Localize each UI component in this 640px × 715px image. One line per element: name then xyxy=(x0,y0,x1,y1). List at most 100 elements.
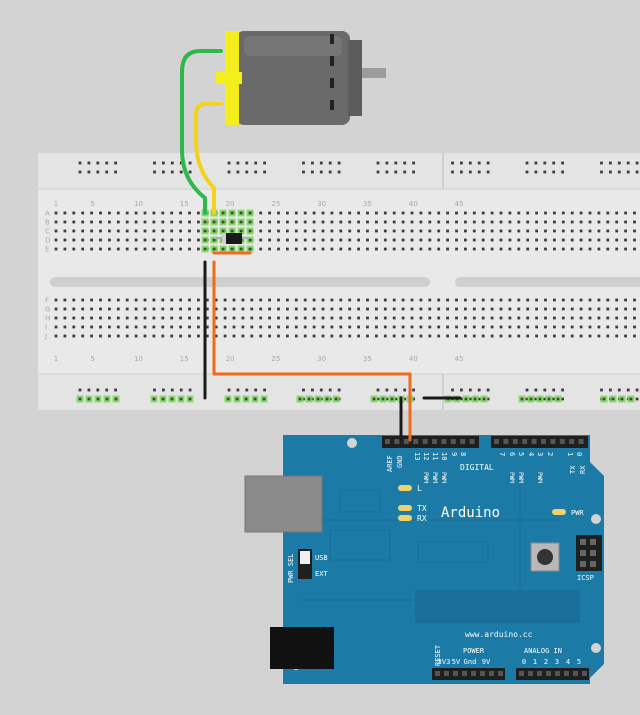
breadboard-hole[interactable] xyxy=(125,334,129,338)
breadboard-hole[interactable] xyxy=(544,298,547,302)
breadboard-hole[interactable] xyxy=(277,229,280,233)
rail-hole[interactable] xyxy=(394,388,398,392)
breadboard-hole[interactable] xyxy=(277,220,280,224)
breadboard-hole[interactable] xyxy=(286,220,289,224)
breadboard-hole[interactable] xyxy=(455,220,458,224)
breadboard-hole[interactable] xyxy=(490,334,494,338)
breadboard-hole[interactable] xyxy=(553,325,556,329)
breadboard-hole[interactable] xyxy=(294,316,298,320)
rail-hole[interactable] xyxy=(153,161,156,165)
rail-hole[interactable] xyxy=(525,388,529,392)
breadboard-hole[interactable] xyxy=(339,325,343,329)
breadboard-hole[interactable] xyxy=(63,307,67,311)
breadboard-hole[interactable] xyxy=(561,334,565,338)
breadboard-hole[interactable] xyxy=(517,220,521,224)
breadboard-hole[interactable] xyxy=(268,220,271,224)
rail-hole[interactable] xyxy=(451,388,454,392)
breadboard-hole[interactable] xyxy=(401,334,405,338)
rail-hole[interactable] xyxy=(600,161,603,165)
breadboard-hole[interactable] xyxy=(383,316,387,320)
breadboard-hole[interactable] xyxy=(90,316,93,320)
breadboard-hole[interactable] xyxy=(339,220,343,224)
breadboard-hole[interactable] xyxy=(508,307,512,311)
breadboard-hole[interactable] xyxy=(348,238,352,242)
breadboard-hole[interactable] xyxy=(570,247,574,251)
breadboard-hole[interactable] xyxy=(633,325,636,329)
breadboard-hole[interactable] xyxy=(535,298,538,302)
breadboard-hole[interactable] xyxy=(561,211,565,215)
breadboard-hole[interactable] xyxy=(437,229,441,233)
breadboard-hole[interactable] xyxy=(161,247,165,251)
breadboard-hole[interactable] xyxy=(357,247,360,251)
breadboard-hole[interactable] xyxy=(259,316,263,320)
breadboard-hole[interactable] xyxy=(143,238,147,242)
breadboard-hole[interactable] xyxy=(544,238,547,242)
breadboard-hole[interactable] xyxy=(410,325,414,329)
rail-hole[interactable] xyxy=(311,388,314,392)
breadboard-hole[interactable] xyxy=(588,307,592,311)
breadboard-hole[interactable] xyxy=(63,220,67,224)
breadboard-hole[interactable] xyxy=(125,238,129,242)
breadboard-hole[interactable] xyxy=(125,211,129,215)
breadboard-hole[interactable] xyxy=(286,298,289,302)
breadboard-hole[interactable] xyxy=(259,307,263,311)
rail-hole[interactable] xyxy=(302,388,305,392)
breadboard-hole[interactable] xyxy=(464,316,467,320)
breadboard-hole[interactable] xyxy=(624,334,627,338)
rail-hole[interactable] xyxy=(236,170,240,174)
breadboard-hole[interactable] xyxy=(294,247,298,251)
breadboard-hole[interactable] xyxy=(544,316,547,320)
breadboard-hole[interactable] xyxy=(392,220,396,224)
rail-hole[interactable] xyxy=(403,397,407,401)
breadboard-hole[interactable] xyxy=(90,334,93,338)
breadboard-hole[interactable] xyxy=(375,238,378,242)
breadboard-hole[interactable] xyxy=(286,238,289,242)
breadboard-hole[interactable] xyxy=(446,229,449,233)
breadboard-hole[interactable] xyxy=(348,247,352,251)
breadboard-hole[interactable] xyxy=(428,307,432,311)
rail-hole[interactable] xyxy=(635,388,639,392)
breadboard-hole[interactable] xyxy=(81,334,85,338)
breadboard-hole[interactable] xyxy=(143,298,147,302)
breadboard-hole[interactable] xyxy=(161,325,165,329)
breadboard-hole[interactable] xyxy=(633,307,636,311)
breadboard-hole[interactable] xyxy=(570,220,574,224)
breadboard-hole[interactable] xyxy=(99,325,102,329)
breadboard-hole[interactable] xyxy=(508,325,512,329)
header-pin[interactable] xyxy=(559,439,565,444)
breadboard-hole[interactable] xyxy=(366,247,369,251)
breadboard-hole[interactable] xyxy=(481,298,485,302)
breadboard-hole[interactable] xyxy=(241,334,245,338)
breadboard-hole[interactable] xyxy=(99,334,102,338)
rail-hole[interactable] xyxy=(114,161,117,165)
breadboard-hole[interactable] xyxy=(90,238,93,242)
rail-hole[interactable] xyxy=(162,388,165,392)
breadboard-hole[interactable] xyxy=(597,229,601,233)
header-pin[interactable] xyxy=(531,439,537,444)
breadboard-hole[interactable] xyxy=(357,307,360,311)
rail-hole[interactable] xyxy=(561,397,564,401)
breadboard-hole[interactable] xyxy=(81,229,85,233)
breadboard-hole[interactable] xyxy=(259,247,263,251)
breadboard-hole[interactable] xyxy=(606,211,610,215)
breadboard-hole[interactable] xyxy=(383,211,387,215)
breadboard-hole[interactable] xyxy=(321,238,325,242)
icsp-header[interactable] xyxy=(576,535,602,571)
breadboard-hole[interactable] xyxy=(615,238,619,242)
breadboard-hole[interactable] xyxy=(490,247,494,251)
breadboard-hole[interactable] xyxy=(277,247,280,251)
breadboard-hole[interactable] xyxy=(392,229,396,233)
breadboard-hole[interactable] xyxy=(286,247,289,251)
breadboard-hole[interactable] xyxy=(108,238,111,242)
breadboard-hole[interactable] xyxy=(286,316,289,320)
breadboard-hole[interactable] xyxy=(321,220,325,224)
breadboard-hole[interactable] xyxy=(392,307,396,311)
rail-hole[interactable] xyxy=(87,161,91,165)
header-pin[interactable] xyxy=(394,439,400,444)
rail-hole[interactable] xyxy=(376,388,380,392)
breadboard-hole[interactable] xyxy=(312,307,316,311)
breadboard-hole[interactable] xyxy=(197,334,200,338)
breadboard-hole[interactable] xyxy=(419,307,423,311)
breadboard-hole[interactable] xyxy=(588,220,592,224)
breadboard-hole[interactable] xyxy=(116,238,120,242)
